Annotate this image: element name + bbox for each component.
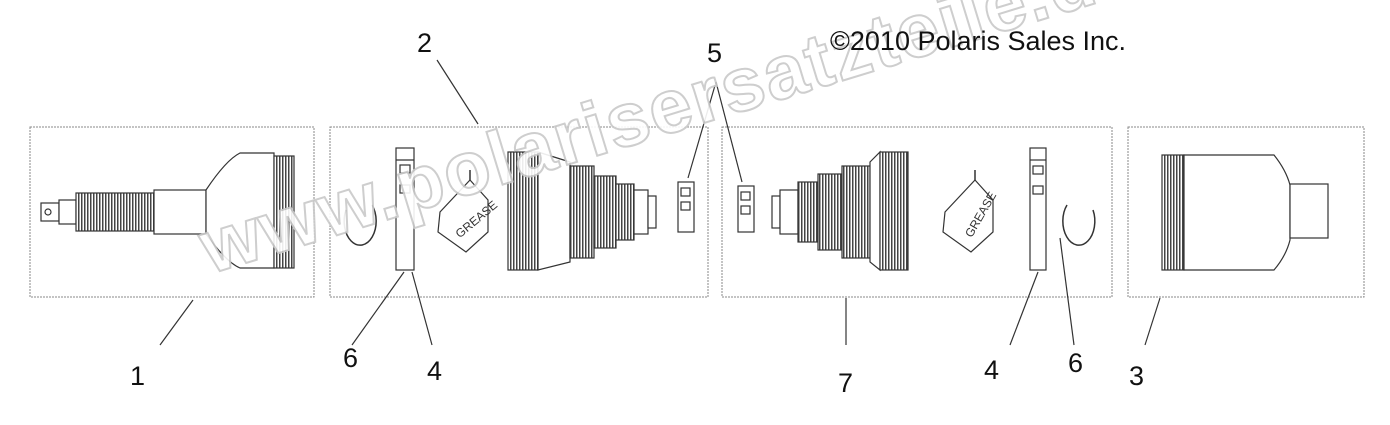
grease-packet-left: GREASE — [437, 170, 500, 253]
small-clamp-left — [677, 181, 695, 233]
boot-clamp-left — [395, 147, 415, 271]
grease-packet-right: GREASE — [942, 170, 999, 253]
callout-5: 5 — [707, 38, 723, 68]
boot-inboard — [771, 150, 909, 272]
box-inboard-boot-kit — [721, 126, 1113, 298]
callout-1: 1 — [130, 361, 146, 391]
callout-3: 3 — [1129, 361, 1145, 391]
box-outboard-boot-kit — [329, 126, 709, 298]
box-outer-cv-joint — [29, 126, 315, 298]
callout-6-right: 6 — [1068, 348, 1084, 378]
leader-lines — [159, 59, 1161, 346]
callout-4-left: 4 — [427, 356, 443, 386]
circlip-right — [1062, 204, 1096, 246]
small-clamp-right — [737, 185, 755, 233]
outer-cv-joint — [40, 152, 295, 269]
callout-2: 2 — [417, 28, 433, 58]
circlip-left — [343, 204, 377, 246]
callout-4-right: 4 — [984, 355, 1000, 385]
copyright-notice: ©2010 Polaris Sales Inc. — [830, 26, 1127, 56]
callout-6-left: 6 — [343, 343, 359, 373]
boot-outboard — [507, 151, 657, 271]
boot-clamp-right — [1029, 147, 1047, 271]
inner-cv-joint — [1161, 154, 1329, 271]
box-inner-cv-joint — [1127, 126, 1365, 298]
callout-7: 7 — [838, 368, 854, 398]
